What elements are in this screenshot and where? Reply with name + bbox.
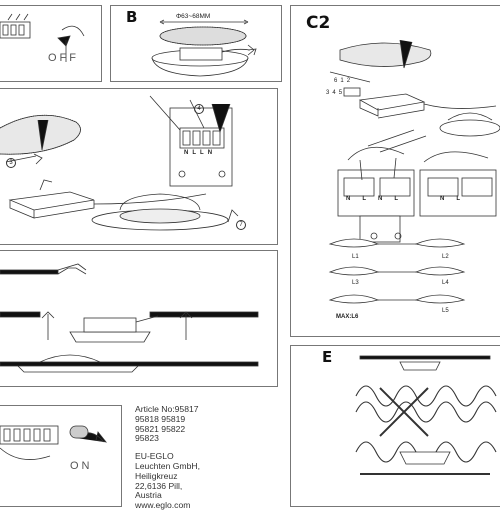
max-lamps-text: MAX:L6	[336, 314, 359, 320]
step-number-d-7: 7	[236, 220, 246, 230]
article-number-line: 95823	[135, 433, 159, 444]
lamp-label-l4: L4	[442, 280, 449, 286]
step-numbers-c2: 6 1 2	[334, 78, 350, 84]
article-number-line: 95818 95819	[135, 413, 186, 424]
junction-box-c2-left	[337, 146, 415, 243]
ceiling-section-right	[0, 311, 259, 318]
terminal-letter: N	[207, 150, 213, 156]
step-number-d-4: 4	[194, 104, 204, 114]
step-number: 2	[346, 78, 351, 84]
off-text: OFF	[48, 52, 79, 64]
ceiling-insulation-e	[355, 355, 497, 475]
switch-on-icon	[69, 425, 107, 443]
switch-off-icon	[57, 25, 85, 62]
panel-article	[128, 405, 276, 505]
ceiling-cutout-d	[0, 114, 81, 165]
terminal-block-bottom-left	[0, 425, 59, 460]
lamp-label-l1: L1	[352, 254, 359, 260]
street: Heiligkreuz	[135, 470, 178, 481]
up-arrow-icon	[41, 311, 193, 340]
section-label-c2: C2	[306, 13, 331, 33]
downlight-lamp-c2	[439, 112, 500, 137]
switch-letters-c2-right: N L	[440, 196, 460, 202]
step-number: 6	[334, 78, 338, 84]
switch-letter: L	[394, 196, 399, 202]
transformer-c2	[343, 87, 497, 119]
company-name: EU-EGLO	[135, 451, 174, 462]
website-link[interactable]: www.eglo.com	[135, 500, 191, 511]
lamp-installed-install	[0, 354, 259, 373]
step-number-d-3: 3	[6, 158, 16, 168]
lamp-side-view-install	[69, 315, 159, 343]
step-number: 1	[340, 78, 344, 84]
hole-dimension-text: Φ63~68MM	[176, 13, 211, 20]
country: Austria	[135, 490, 162, 501]
step-number: 4	[332, 90, 336, 96]
switch-letter: L	[362, 196, 367, 202]
terminal-letter: L	[200, 150, 204, 156]
downlight-lamp-d	[91, 193, 239, 231]
ceiling-cutout-c2	[329, 39, 432, 83]
downlight-lamp-b	[151, 44, 257, 77]
junction-box-d	[149, 95, 233, 187]
lamp-label-l3: L3	[352, 280, 359, 286]
switch-bars-c2	[367, 129, 427, 153]
article-info: Article No:95817 95818 95819 95821 95822…	[135, 404, 275, 511]
lamp-label-l5: L5	[442, 308, 449, 314]
transformer-d	[8, 179, 207, 219]
step-number: 3	[326, 90, 330, 96]
lamp-label-l2: L2	[442, 254, 449, 260]
article-heading: Article No:95817	[135, 404, 199, 414]
terminal-letters-d: N L L N	[184, 150, 212, 156]
step-number: 5	[338, 90, 343, 96]
terminal-block-top-left	[0, 13, 31, 39]
panel-e	[290, 345, 500, 507]
step-numbers-c2-b: 3 4 5	[326, 90, 342, 96]
section-label-e: E	[322, 348, 333, 366]
ceiling-section-top	[0, 263, 87, 275]
section-label-b: B	[126, 8, 138, 26]
article-number-line: 95821 95822	[135, 423, 186, 434]
panel-bottom-left	[0, 405, 122, 507]
switch-letter: N	[346, 196, 351, 202]
switch-letters-c2: N L N L	[346, 196, 398, 202]
junction-box-c2-right	[419, 151, 497, 217]
switch-letter: N	[440, 196, 445, 202]
lamp-array-c2	[328, 238, 466, 304]
ceiling-hole-diagram	[159, 19, 249, 46]
switch-letter: N	[378, 196, 383, 202]
company-full-name: Leuchten GmbH,	[135, 460, 200, 471]
terminal-letter: L	[192, 150, 197, 156]
switch-letter: L	[456, 196, 461, 202]
city: 22,6136 Pill,	[135, 480, 183, 491]
instruction-line-art	[0, 13, 500, 475]
terminal-letter: N	[184, 150, 189, 156]
on-text: ON	[70, 460, 93, 472]
